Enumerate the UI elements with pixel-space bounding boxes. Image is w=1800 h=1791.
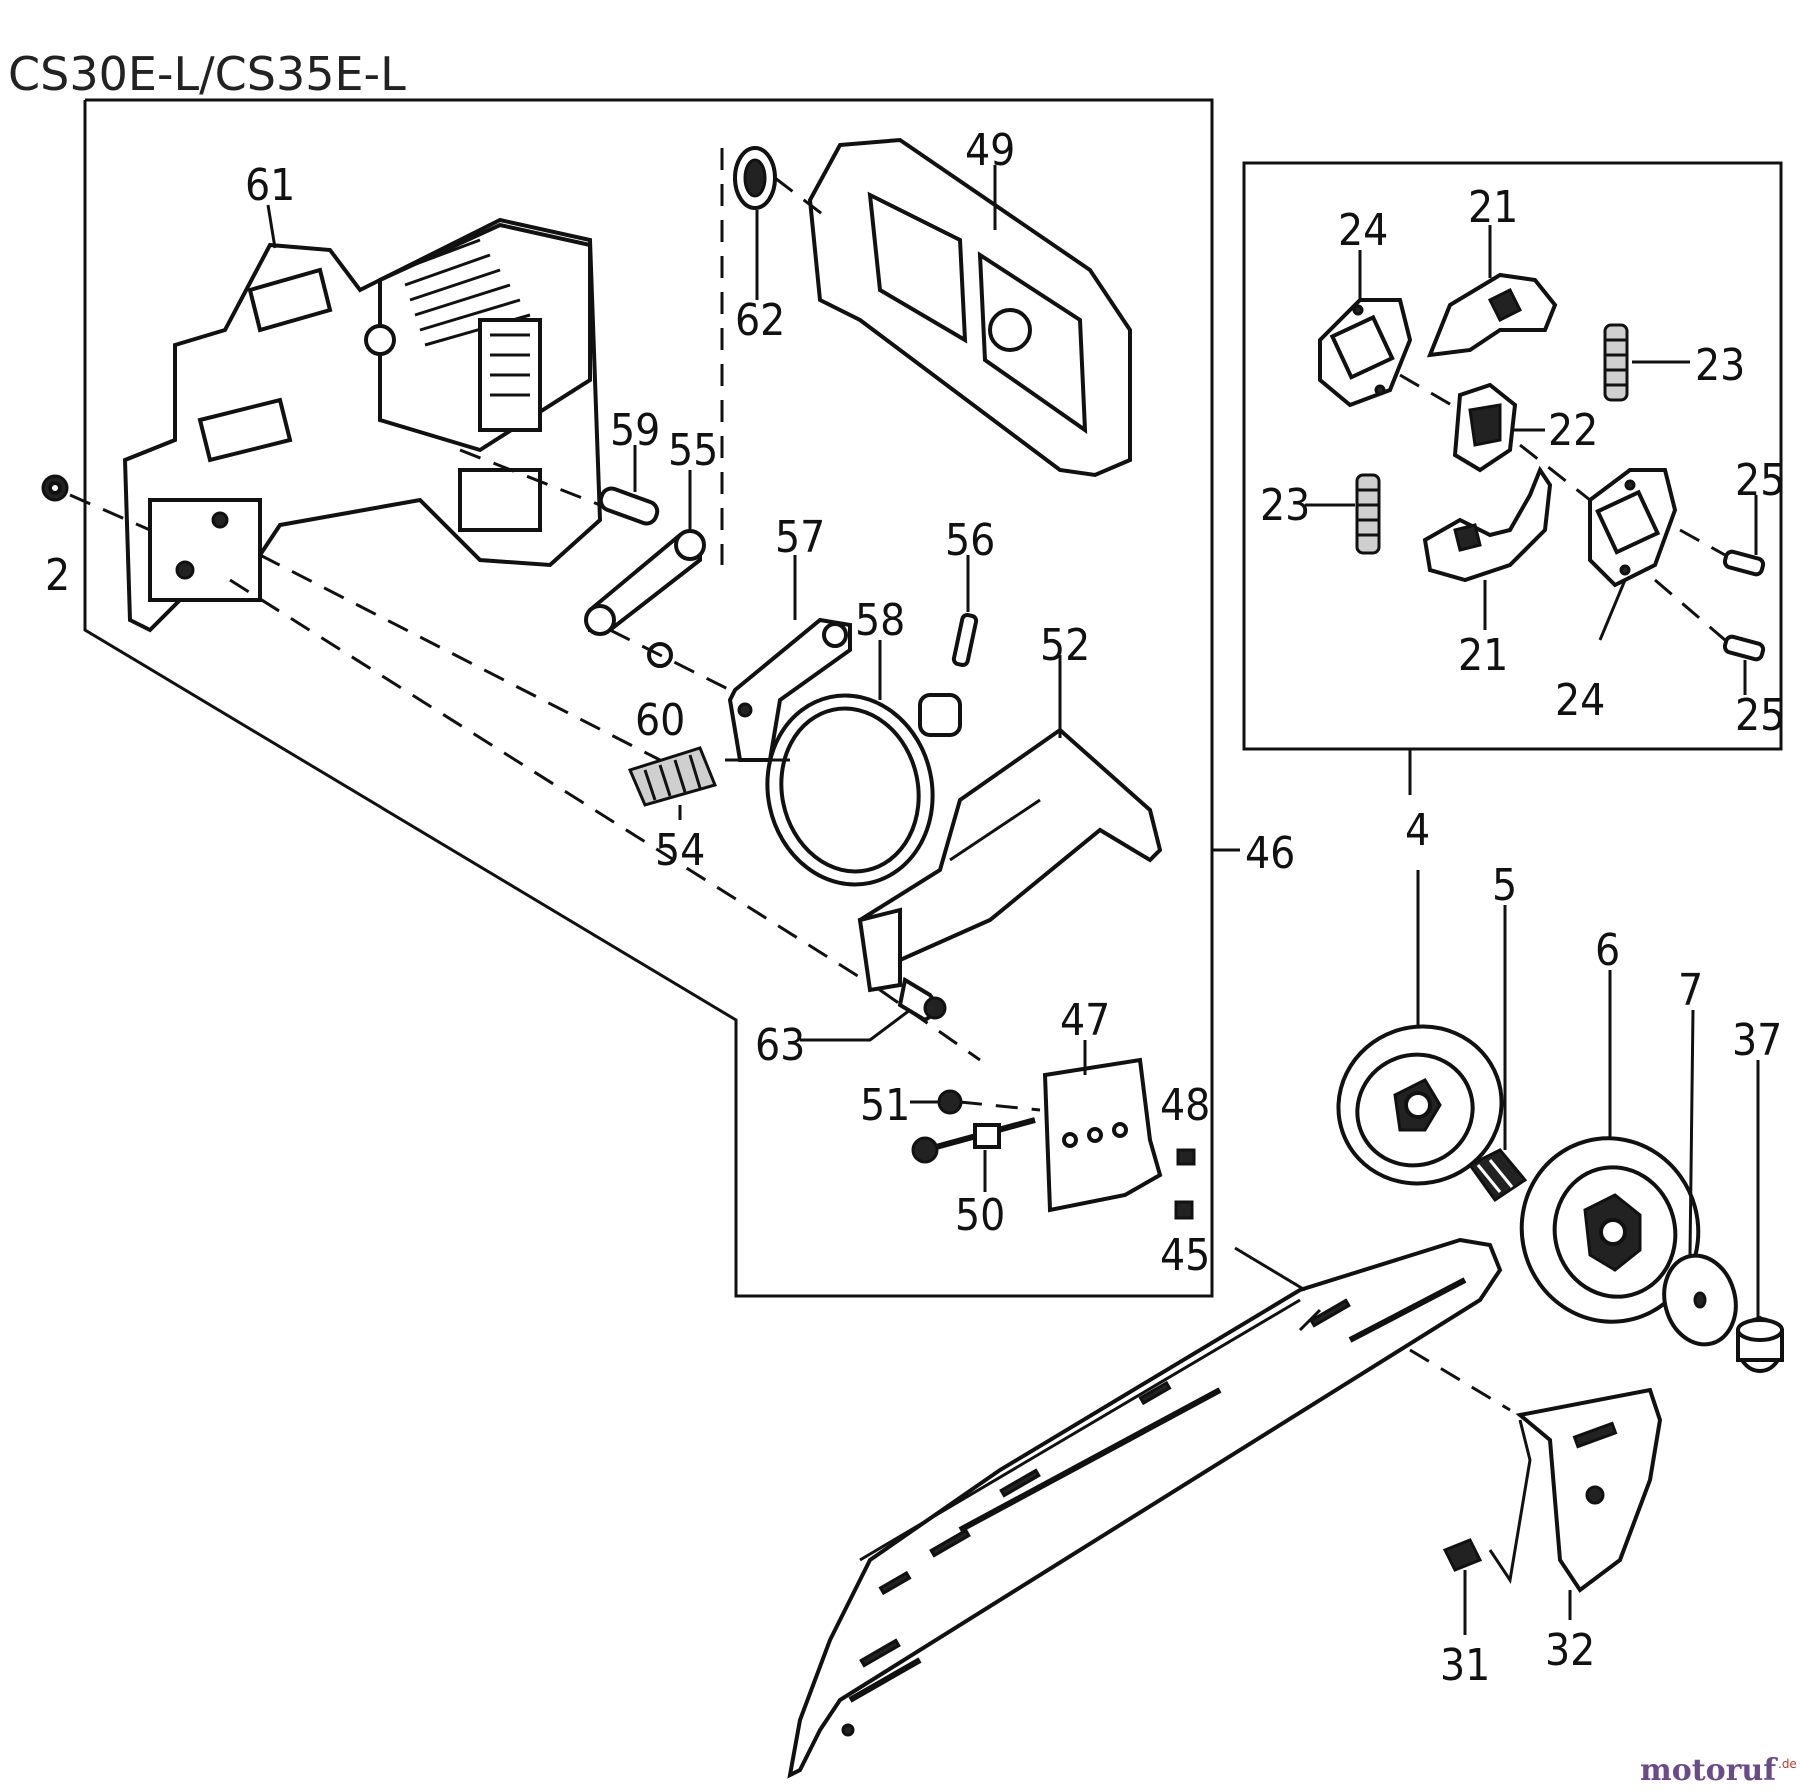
label-54: 54 xyxy=(655,825,705,876)
plate-part-47 xyxy=(1042,1057,1163,1213)
dash-24-to-25b xyxy=(1654,578,1726,642)
label-24-lower: 24 xyxy=(1555,675,1605,726)
sprocket-drum-part-6 xyxy=(1519,1136,1701,1324)
sleeve-part-37 xyxy=(1736,1315,1784,1373)
label-56: 56 xyxy=(945,515,995,566)
watermark-brand: motoruf xyxy=(1640,1753,1778,1788)
label-32: 32 xyxy=(1545,1625,1595,1676)
lever-part-57 xyxy=(727,617,852,762)
label-2: 2 xyxy=(45,550,70,601)
label-25-upper: 25 xyxy=(1735,455,1785,506)
dash-housing-to-bolt xyxy=(229,578,881,992)
screw-part-48 xyxy=(1176,1148,1196,1166)
nut-part-2 xyxy=(41,474,69,502)
leader-bar xyxy=(1234,1246,1306,1292)
dash-55-to-57 xyxy=(609,628,731,692)
leader-61 xyxy=(266,204,277,249)
clutch-assembly-part-4 xyxy=(1336,1024,1504,1186)
screw-part-25-upper xyxy=(1722,549,1766,577)
label-7: 7 xyxy=(1678,965,1703,1016)
group-46-frame xyxy=(83,98,1214,1298)
leader-32-to-31 xyxy=(1488,1419,1532,1584)
label-50: 50 xyxy=(955,1190,1005,1241)
label-52: 52 xyxy=(1040,620,1090,671)
label-5: 5 xyxy=(1492,860,1517,911)
label-37: 37 xyxy=(1732,1015,1782,1066)
dash-51-to-47 xyxy=(959,1100,1041,1112)
dash-22-to-24 xyxy=(1519,443,1591,502)
label-4: 4 xyxy=(1405,805,1430,856)
bolt-part-31 xyxy=(1442,1538,1483,1572)
clutch-shoe-part-21-lower xyxy=(1422,465,1553,583)
brake-band-part-58 xyxy=(725,693,962,887)
watermark-tld: .de xyxy=(1778,1757,1797,1771)
label-31: 31 xyxy=(1440,1640,1490,1691)
label-58: 58 xyxy=(855,595,905,646)
dash-62-to-49 xyxy=(774,176,831,222)
screw-part-25-lower xyxy=(1722,634,1766,662)
leader-7 xyxy=(1688,1009,1695,1256)
brake-link-part-55 xyxy=(584,529,706,636)
pin-part-59 xyxy=(598,486,660,526)
label-61: 61 xyxy=(245,160,295,211)
label-6: 6 xyxy=(1595,925,1620,976)
dash-housing-to-spring xyxy=(259,553,661,762)
label-49: 49 xyxy=(965,125,1015,176)
dash-bolt-to-plate xyxy=(879,988,981,1062)
label-22: 22 xyxy=(1548,405,1598,456)
grommet-part-62 xyxy=(733,146,777,210)
dash-24-to-22 xyxy=(1399,373,1461,412)
label-62: 62 xyxy=(735,295,785,346)
label-24-upper: 24 xyxy=(1338,205,1388,256)
sprocket-cover-part-32 xyxy=(1515,1387,1663,1593)
label-59: 59 xyxy=(610,405,660,456)
nut-part-51 xyxy=(937,1089,963,1115)
screw-part-45 xyxy=(1174,1200,1194,1220)
dash-housing-to-pin xyxy=(459,448,601,507)
label-46: 46 xyxy=(1245,828,1295,879)
guide-bar xyxy=(787,1237,1503,1779)
label-23-upper: 23 xyxy=(1695,340,1745,391)
label-48: 48 xyxy=(1160,1080,1210,1131)
label-23-lower: 23 xyxy=(1260,480,1310,531)
crankcase-housing-part xyxy=(122,217,603,633)
adjuster-part-50 xyxy=(911,1117,1036,1164)
clutch-shoe-part-21-upper xyxy=(1426,272,1558,358)
label-63: 63 xyxy=(755,1020,805,1071)
diagram-title: CS30E-L/CS35E-L xyxy=(8,47,406,101)
label-47: 47 xyxy=(1060,995,1110,1046)
filter-cover-part-49 xyxy=(807,137,1132,478)
clutch-spring-part-23-lower xyxy=(1355,473,1381,555)
label-45: 45 xyxy=(1160,1230,1210,1281)
label-21-lower: 21 xyxy=(1458,630,1508,681)
label-25-lower: 25 xyxy=(1735,690,1785,741)
brake-lever-part-52 xyxy=(857,727,1163,993)
clutch-group-frame xyxy=(1242,161,1783,751)
washer-part-7 xyxy=(1662,1253,1738,1347)
clutch-plate-part-24-lower xyxy=(1588,468,1678,588)
clutch-plate-part-24-upper xyxy=(1318,298,1413,408)
clutch-spring-part-23-upper xyxy=(1603,323,1629,402)
pin-part-56 xyxy=(951,613,979,667)
leader-63 xyxy=(800,1008,911,1042)
label-60: 60 xyxy=(635,695,685,746)
dash-24-to-25a xyxy=(1679,528,1726,557)
clutch-hub-part-22 xyxy=(1452,382,1518,473)
spring-part-54 xyxy=(627,746,718,807)
bearing-part-5 xyxy=(1467,1148,1528,1203)
label-55: 55 xyxy=(668,425,718,476)
label-57: 57 xyxy=(775,512,825,563)
label-21-upper: 21 xyxy=(1468,182,1518,233)
leader-2 xyxy=(69,493,151,532)
leader-24b xyxy=(1598,579,1627,641)
label-51: 51 xyxy=(860,1080,910,1131)
dash-bar-to-cover xyxy=(1409,1348,1511,1412)
